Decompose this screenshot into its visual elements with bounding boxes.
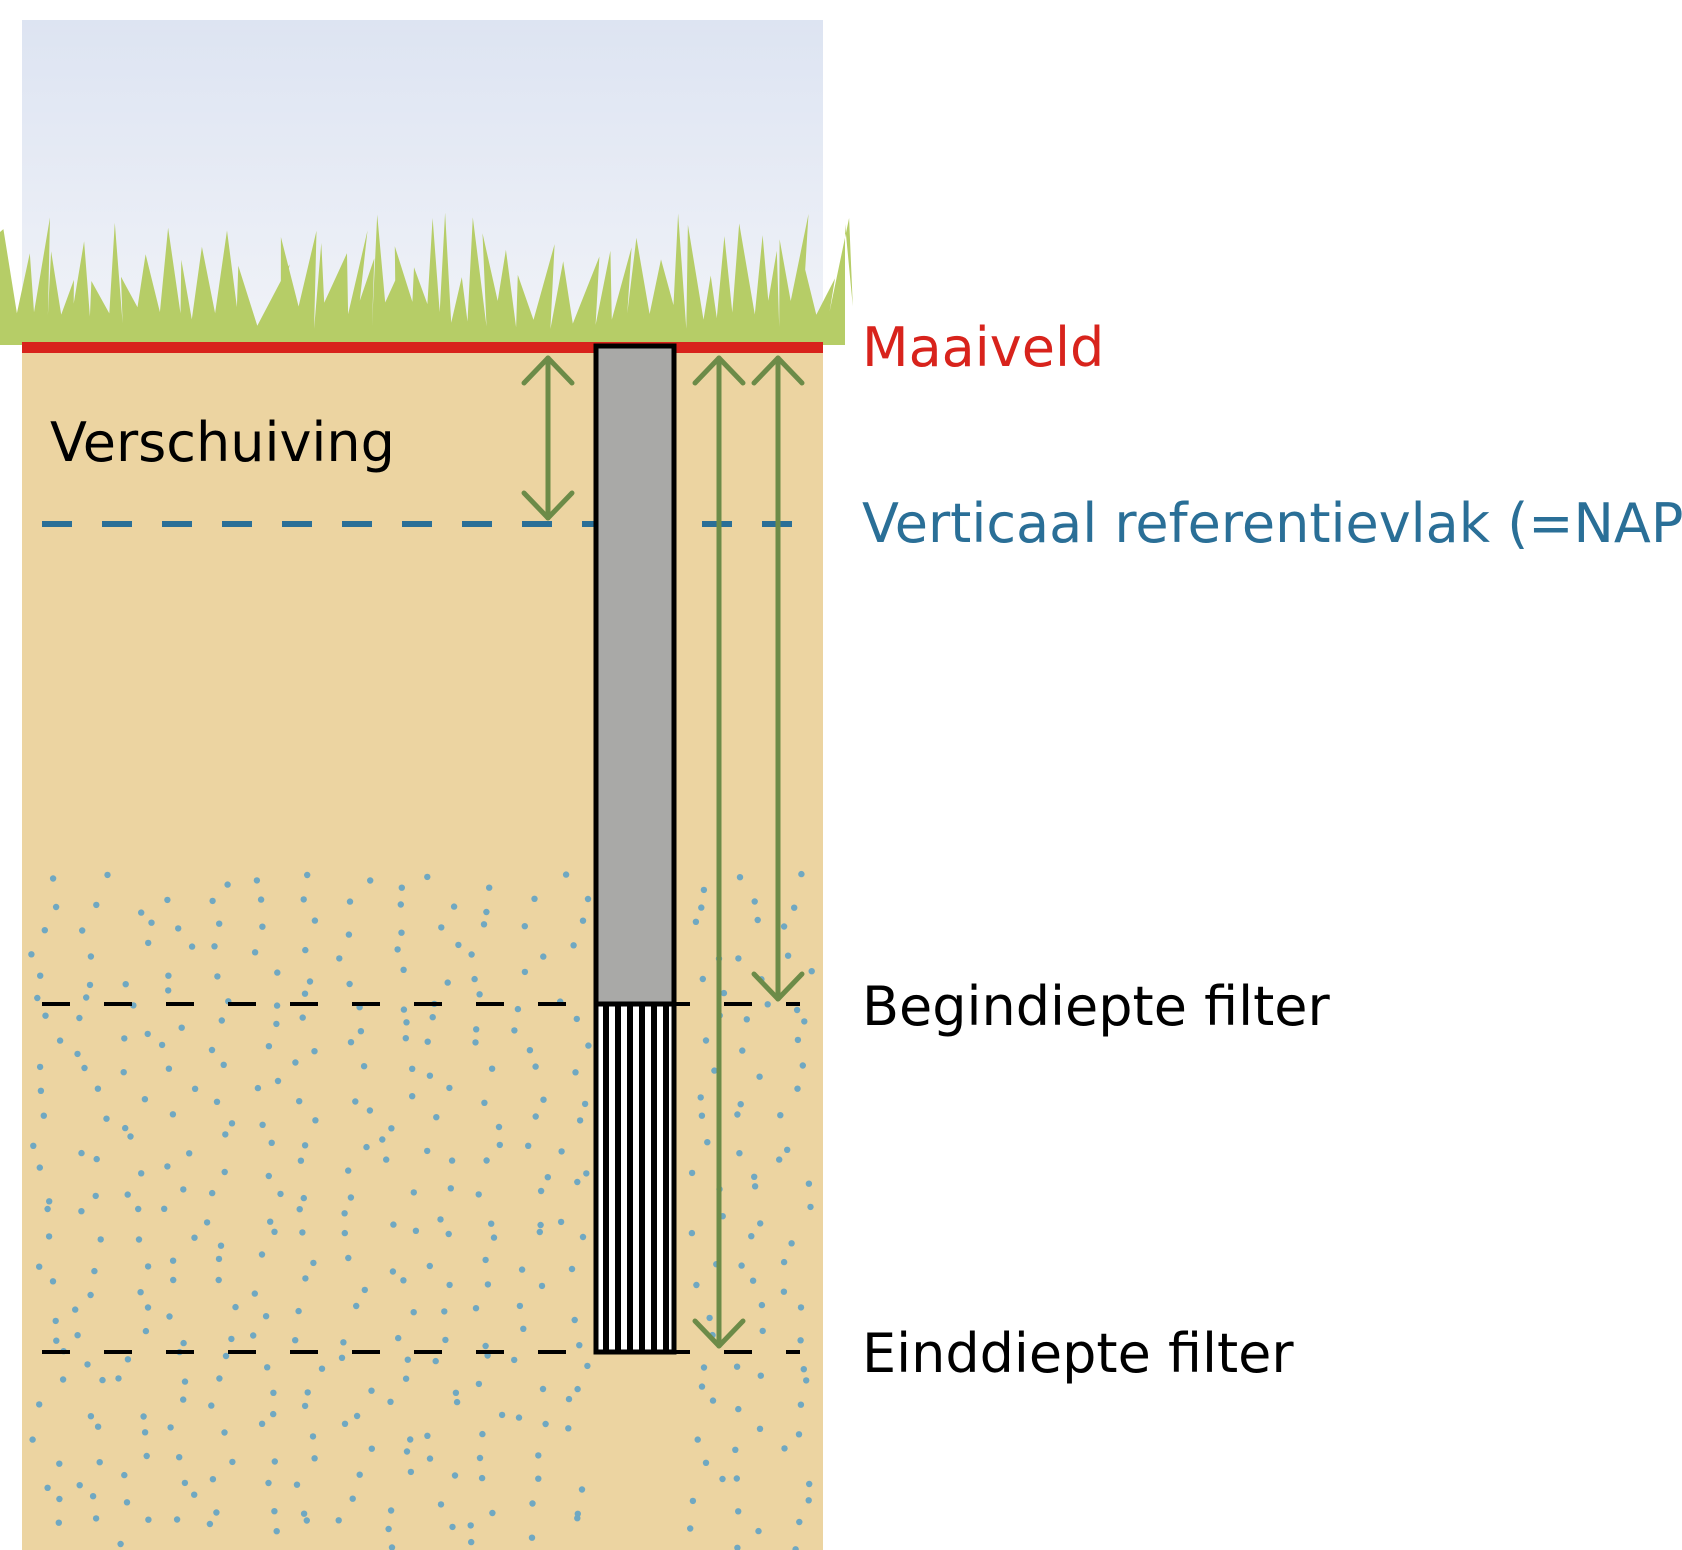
soil-layer xyxy=(22,345,823,1550)
well-pipe-icon xyxy=(593,343,677,1007)
begindiepte-label: Begindiepte filter xyxy=(862,975,1331,1038)
begindiepte-arrow xyxy=(751,355,805,1002)
einddiepte-arrow xyxy=(692,355,746,1349)
nap-label: Verticaal referentievlak (=NAP) xyxy=(862,492,1682,555)
maaiveld-line xyxy=(22,342,823,353)
grass-icon xyxy=(0,212,853,345)
einddiepte-label: Einddiepte filter xyxy=(862,1322,1294,1385)
verschuiving-label: Verschuiving xyxy=(50,411,395,474)
filter-screen-icon xyxy=(593,1001,677,1355)
maaiveld-label: Maaiveld xyxy=(862,316,1104,379)
verschuiving-arrow xyxy=(521,355,575,521)
